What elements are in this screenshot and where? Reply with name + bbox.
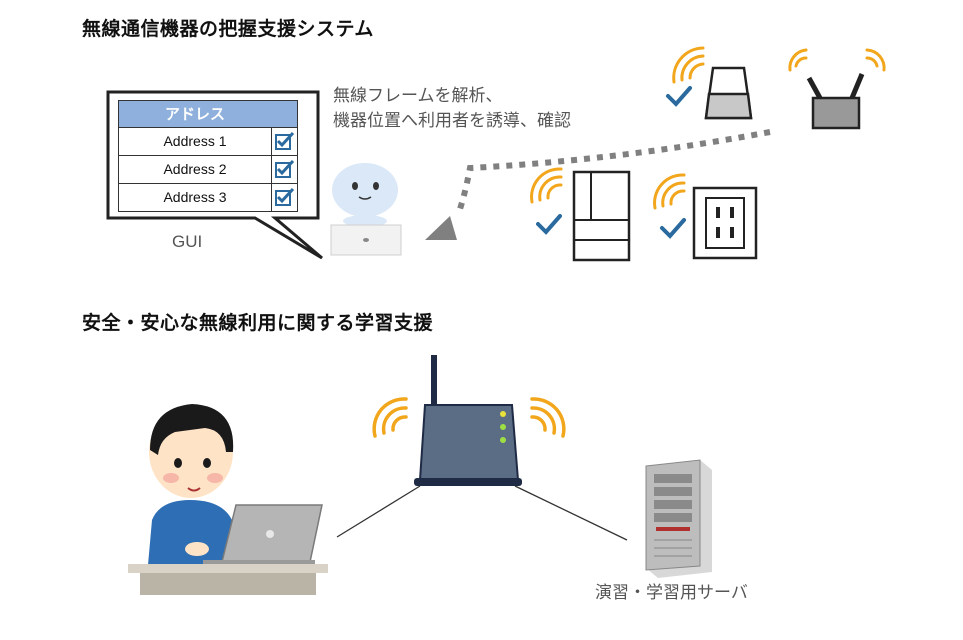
section1-title: 無線通信機器の把握支援システム bbox=[82, 18, 374, 40]
desk-icon bbox=[128, 564, 328, 595]
wifi-router-icon bbox=[414, 355, 522, 486]
system-description: 無線フレームを解析、 機器位置へ利用者を誘導、確認 bbox=[333, 84, 571, 134]
refrigerator-icon bbox=[572, 170, 631, 262]
connection-line bbox=[336, 485, 421, 538]
address-table: アドレス Address 1 Address 2 Address 3 bbox=[118, 100, 298, 212]
address-table-header-label: アドレス bbox=[164, 105, 225, 123]
table-row: Address 2 bbox=[118, 156, 272, 184]
gui-window-bubble bbox=[106, 90, 323, 260]
address-label: Address 1 bbox=[163, 133, 227, 149]
check-icon bbox=[660, 218, 686, 239]
table-row: Address 3 bbox=[118, 184, 272, 212]
wave-icon bbox=[372, 397, 566, 438]
check-icon bbox=[666, 86, 692, 107]
guidance-arrow bbox=[425, 129, 771, 240]
server-label: 演習・学習用サーバ bbox=[595, 583, 748, 603]
address-table-header-check-col bbox=[271, 100, 298, 128]
checkbox-checked-icon[interactable] bbox=[271, 128, 297, 155]
person-icon bbox=[148, 404, 240, 565]
robot-icon bbox=[330, 163, 402, 256]
power-outlet-icon bbox=[692, 186, 758, 260]
check-icon bbox=[536, 214, 562, 235]
address-label: Address 2 bbox=[163, 161, 227, 177]
connection-line bbox=[514, 485, 628, 541]
address-table-header: アドレス bbox=[118, 100, 272, 128]
section2-title: 安全・安心な無線利用に関する学習支援 bbox=[82, 312, 434, 334]
wave-icon bbox=[788, 48, 886, 72]
checkbox-checked-icon[interactable] bbox=[271, 156, 297, 183]
wifi-router-icon bbox=[806, 73, 865, 130]
wave-icon bbox=[653, 173, 686, 210]
address-label: Address 3 bbox=[163, 189, 227, 205]
gui-label: GUI bbox=[172, 232, 203, 251]
description-line-2: 機器位置へ利用者を誘導、確認 bbox=[333, 111, 571, 131]
server-icon bbox=[645, 459, 712, 578]
wave-icon bbox=[672, 46, 705, 84]
wave-icon bbox=[530, 167, 563, 204]
laptop-icon bbox=[203, 504, 323, 566]
smart-speaker-icon bbox=[704, 66, 753, 120]
checkbox-checked-icon[interactable] bbox=[271, 184, 297, 211]
description-line-1: 無線フレームを解析、 bbox=[333, 86, 503, 106]
table-row: Address 1 bbox=[118, 128, 272, 156]
